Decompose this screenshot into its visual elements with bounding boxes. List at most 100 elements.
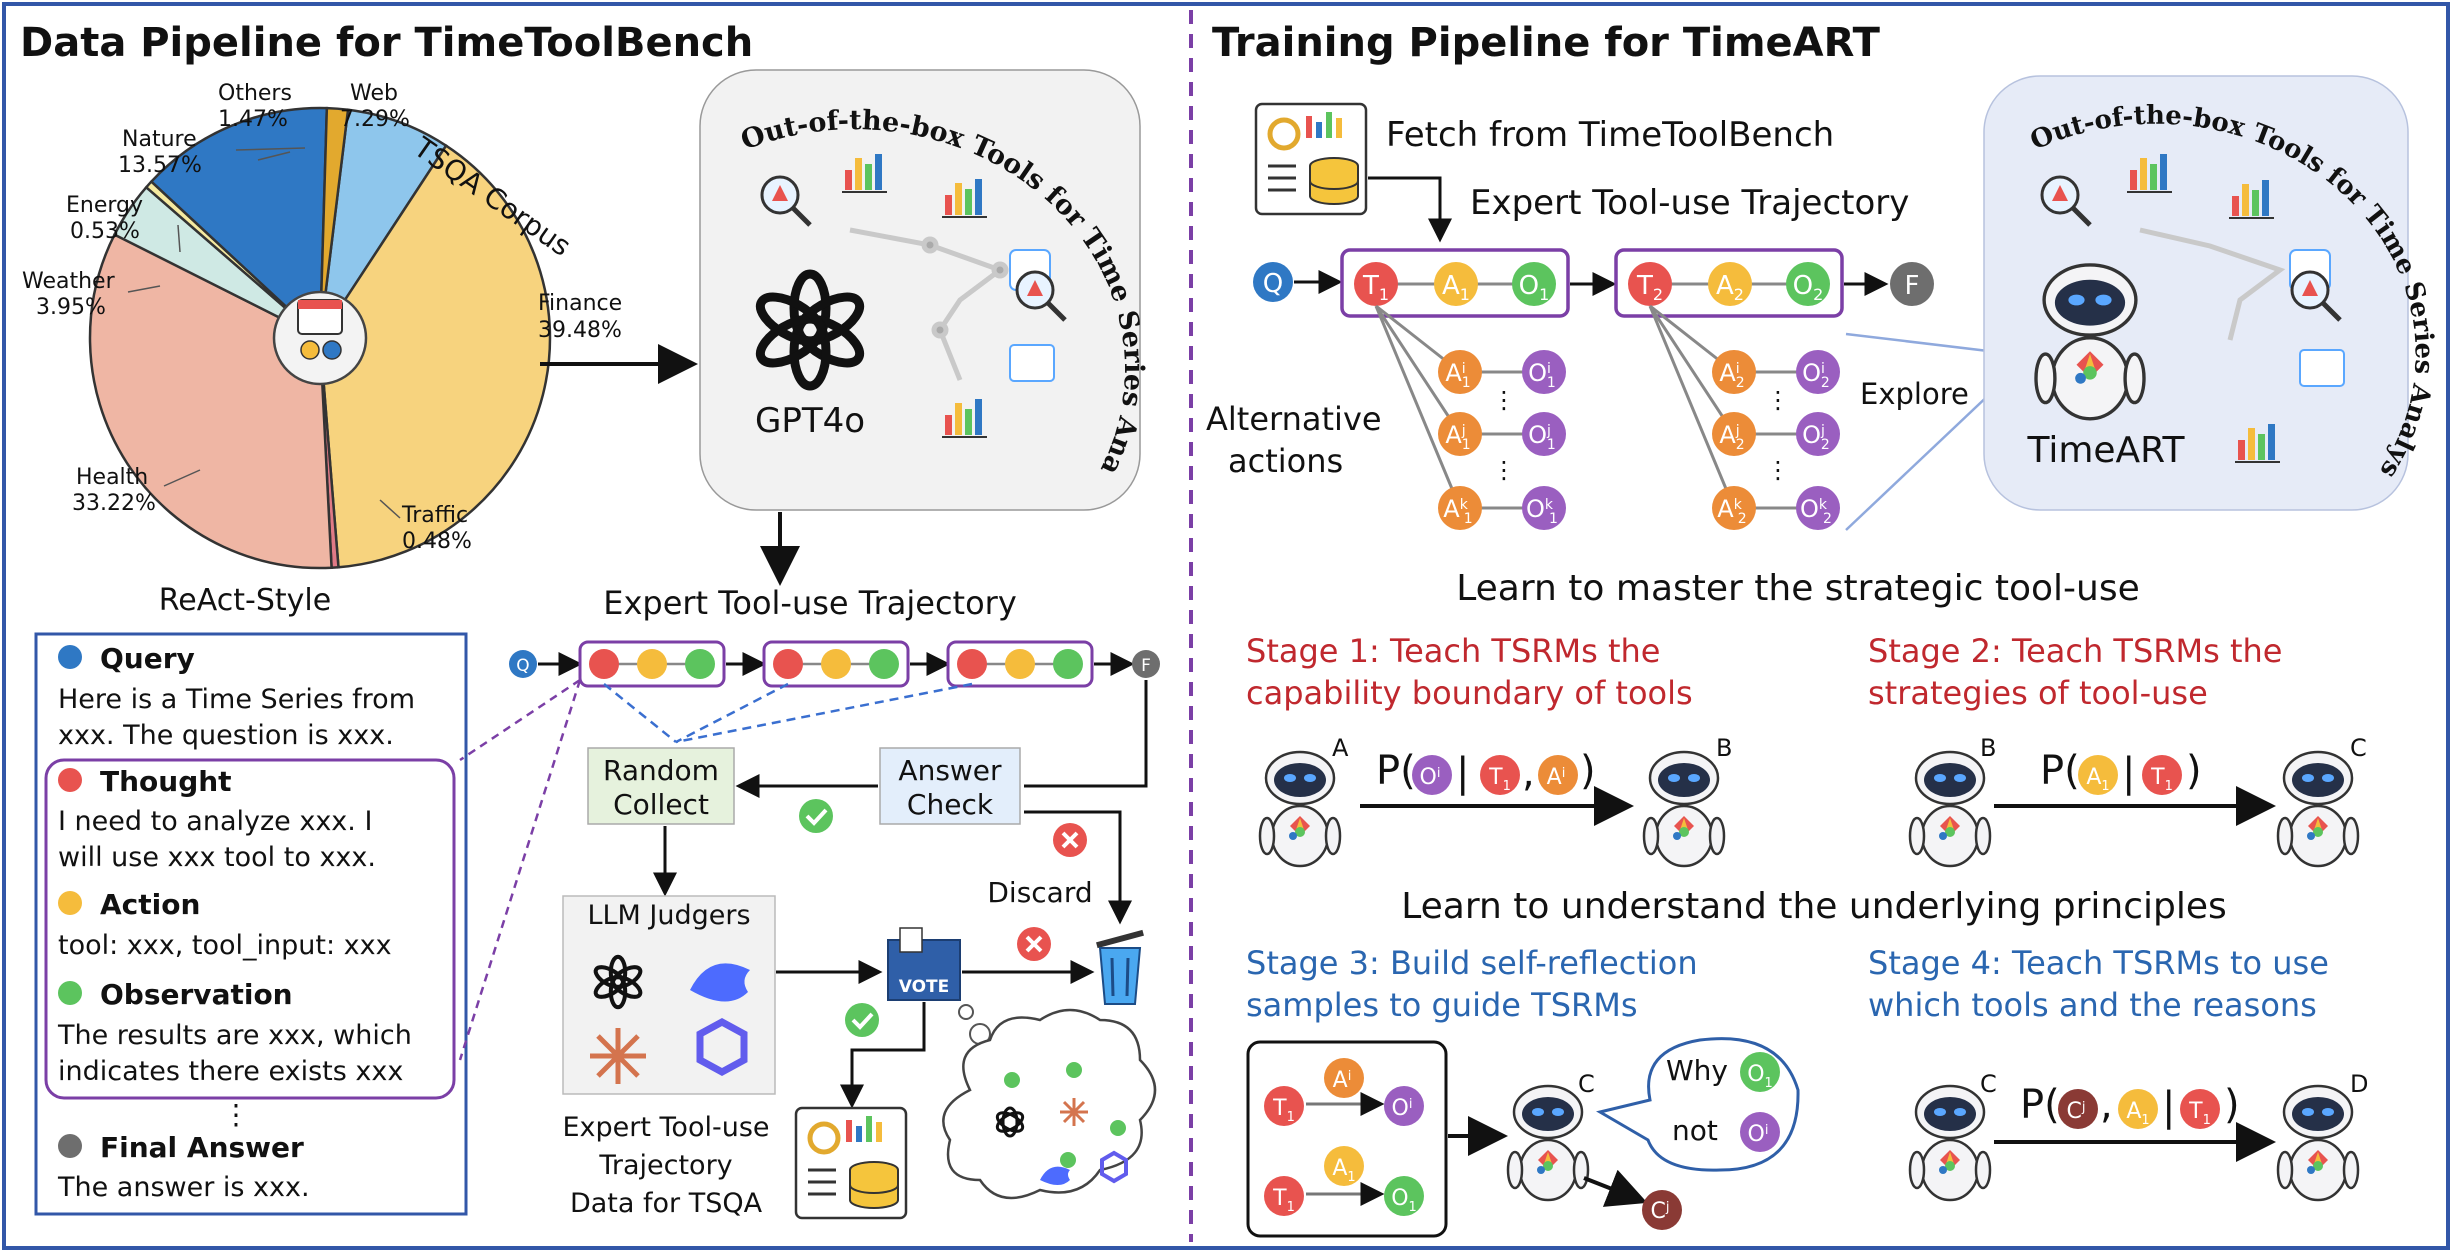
fetch-label: Fetch from TimeToolBench [1386,115,1834,155]
answer-check-box [879,747,1021,825]
check-pass-icon [799,799,833,833]
final-answer-line: The answer is xxx. [57,1172,310,1203]
judger-deepseek-icon [690,963,750,1002]
vote-fail-icon [1017,927,1051,961]
final-dot-icon [58,1134,82,1158]
svg-text:Cj: Cj [1651,1199,1670,1224]
stage3-samples-box: T1 Ai Oi T1 A1 O1 [1246,1040,1448,1238]
pie-value-energy: 0.53% [70,219,140,244]
alt-actions-line-1: Alternative [1206,400,1382,438]
query-dot-icon [58,645,82,669]
right-f-node: F [1905,271,1920,301]
svg-text:Ai2: Ai2 [1719,359,1744,391]
right-q-node: Q [1263,269,1283,299]
svg-text:P(: P( [2020,1082,2060,1128]
pie-slice-nature [149,106,329,341]
action-title: Action [100,888,200,921]
judging-cloud [942,1004,1157,1200]
pie-slice-finance [318,143,552,569]
stage3-line-1: Stage 3: Build self-reflection [1246,944,1698,982]
llm-judgers-title: LLM Judgers [587,900,750,931]
react-ellipsis: ⋮ [222,1098,250,1131]
left-panel-title: Data Pipeline for TimeToolBench [20,20,753,66]
right-trajectory-title: Expert Tool-use Trajectory [1470,183,1909,223]
svg-text:Aj1: Aj1 [1445,421,1470,453]
f-to-check-line [1024,680,1148,788]
svg-text:): ) [2224,1082,2240,1128]
pie-leader-lines [127,147,401,519]
right-panel-title: Training Pipeline for TimeART [1212,20,1881,66]
judger-qwen-icon [696,1018,748,1076]
alt-actions-line-2: actions [1228,442,1343,480]
observation-dot-icon [58,981,82,1005]
stage4-label-c: C [1980,1070,1997,1098]
pie-slice-web [318,108,448,339]
stage2-line-2: strategies of tool-use [1868,674,2208,712]
final-answer-title: Final Answer [100,1131,304,1164]
answer-check-line-1: Answer [898,754,1002,787]
svg-text:⋮: ⋮ [1766,386,1790,414]
pie-label-energy: Energy [66,193,143,218]
svg-text:Oi: Oi [1420,765,1441,790]
svg-text:⋮: ⋮ [1492,386,1516,414]
output-caption-line-2: Trajectory [598,1150,732,1181]
thought-line-2: will use xxx tool to xxx. [58,842,376,873]
pie-slice-health [88,232,333,570]
stage1-robot-b-icon [1642,750,1726,868]
pie-value-nature: 13.57% [118,153,202,178]
observation-line-2: indicates there exists xxx [58,1056,403,1087]
tsqa-data-icon [796,1108,906,1218]
judger-claude-icon [590,1028,646,1084]
not-label: not [1672,1114,1718,1147]
discard-label: Discard [987,876,1092,909]
stage3-c-node [1642,1190,1682,1230]
stage1-label-a: A [1332,734,1349,762]
timeart-label: TimeART [2026,430,2185,471]
action-dot-icon [58,891,82,915]
pie-label-nature: Nature [122,127,197,152]
vote-box-icon: VOTE [887,927,961,1001]
random-collect-line-2: Collect [613,788,709,821]
stage4-label-d: D [2350,1070,2368,1098]
output-caption-line-1: Expert Tool-use [562,1112,769,1143]
pie-value-web: 7.29% [340,107,410,132]
pie-value-health: 33.22% [72,491,156,516]
trash-bin-icon [1096,929,1144,1005]
pie-label-traffic: Traffic [401,503,468,528]
gpt4o-label: GPT4o [755,401,865,441]
random-collect-line-1: Random [603,754,719,787]
thought-line-1: I need to analyze xxx. I [58,806,372,837]
stage2-robot-b-icon [1908,750,1992,868]
svg-text:Ok1: Ok1 [1526,495,1558,527]
svg-text:⋮: ⋮ [1492,456,1516,484]
thought-title: Thought [100,765,232,798]
observation-line-1: The results are xxx, which [57,1020,412,1051]
output-caption-line-3: Data for TSQA [570,1188,763,1219]
stage2-formula: P( A1 | T1 ) [1994,748,2276,826]
pie-value-finance: 39.48% [538,318,622,343]
stage1-label-b: B [1716,734,1732,762]
query-line-2: xxx. The question is xxx. [58,720,394,751]
svg-text:O1: O1 [1519,271,1550,304]
stage2-label-b: B [1980,734,1996,762]
pie-value-traffic: 0.48% [402,529,472,554]
pie-value-weather: 3.95% [36,295,106,320]
observation-title: Observation [100,978,293,1011]
right-trajectory-row: Q T1 A1 O1 T2 A2 O2 F [1253,248,1934,318]
svg-text:Ok2: Ok2 [1800,495,1832,527]
timetoolbench-db-icon [1256,104,1366,214]
svg-text:|: | [2122,750,2135,796]
pie-label-finance: Finance [538,291,622,316]
stage4-formula: P( Cj , A1 | T1 ) [1994,1082,2276,1162]
check-fail-icon [1053,823,1087,857]
stage2-line-1: Stage 2: Teach TSRMs the [1868,632,2282,670]
stage3-label-c: C [1578,1070,1595,1098]
pie-label-health: Health [76,465,148,490]
stage4-line-1: Stage 4: Teach TSRMs to use [1868,944,2329,982]
check-to-trash-arrow [1024,810,1132,925]
react-connectors [458,678,582,1061]
explore-label: Explore [1860,377,1969,411]
query-line-1: Here is a Time Series from [58,684,415,715]
